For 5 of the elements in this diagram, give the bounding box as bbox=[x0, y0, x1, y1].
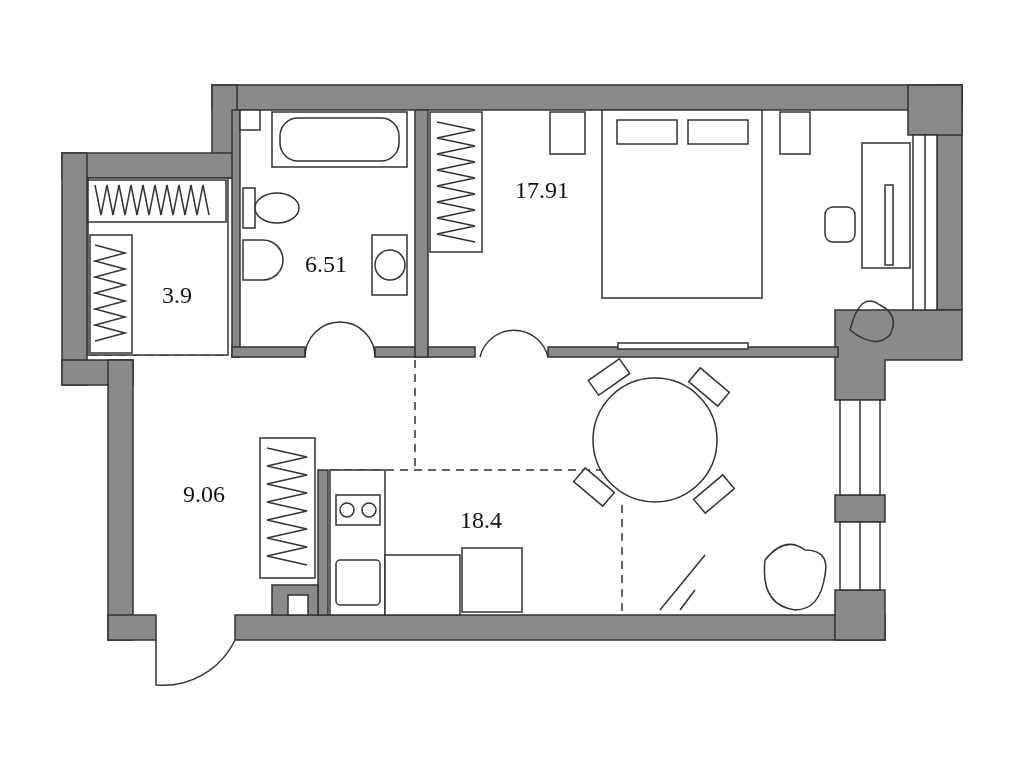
area-label: 6.51 bbox=[305, 252, 347, 276]
area-label: 3.9 bbox=[162, 283, 192, 307]
area-label: 17.91 bbox=[515, 178, 569, 202]
area-label: 18.4 bbox=[460, 508, 502, 532]
area-label: 9.06 bbox=[183, 482, 225, 506]
